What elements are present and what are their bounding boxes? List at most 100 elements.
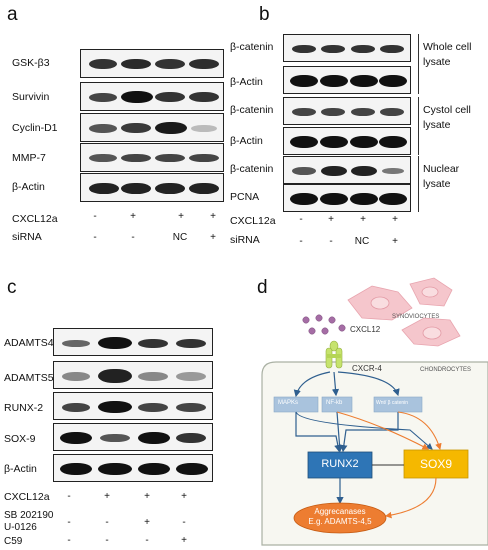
cxcl12-ligands: [302, 314, 346, 335]
synoviocyte-cells: [347, 277, 461, 347]
panel-d-letter: d: [257, 277, 268, 298]
panel-c-sign: -: [105, 535, 109, 546]
panel-b-sign: NC: [354, 236, 370, 247]
panel-c-sign: +: [181, 535, 187, 546]
panel-a-row-label-cyclind1: Cyclin-D1: [12, 122, 58, 134]
panel-c-sign: -: [67, 517, 71, 528]
panel-a-row-label-gsk3b: GSK-β3: [12, 57, 50, 69]
panel-a-treat-label-cxcl12a: CXCL12a: [12, 213, 58, 225]
panel-c-sign: -: [67, 535, 71, 546]
label-mapks: MAPKs: [278, 400, 299, 406]
panel-c-sign: +: [181, 491, 187, 502]
label-nfkb: NF-kb: [326, 400, 343, 406]
panel-b-sign: +: [392, 236, 398, 247]
panel-c-treat-label-cxcl12a: CXCL12a: [4, 491, 50, 503]
panel-b-row-label: β-catenin: [230, 104, 274, 116]
panel-c-row-label-bactin: β-Actin: [4, 463, 37, 475]
arrow-wnt-runx2: [340, 412, 399, 453]
arrow-nfkb-runx2: [335, 411, 344, 453]
panel-b-treat-label-cxcl12a: CXCL12a: [230, 215, 276, 227]
label-runx2: RUNX2: [321, 458, 359, 470]
panel-a-row-label-bactin: β-Actin: [12, 181, 45, 193]
panel-c-blot-bactin: [53, 454, 213, 482]
panel-b-bracket-nuclear: [418, 156, 419, 212]
arrow-receptor-mapks: [293, 371, 331, 398]
panel-a-blot-survivin: [80, 82, 224, 111]
panel-b-sign: -: [329, 236, 333, 247]
panel-c-sign: -: [145, 535, 149, 546]
label-wnt: Wnt/ β catenin: [376, 400, 409, 406]
panel-c-blot-runx2: [53, 392, 213, 420]
panel-b-group-label-cytosol: Cystol cell lysate: [423, 104, 471, 131]
panel-c-letter: c: [7, 277, 17, 298]
panel-b-blot-whole-bcatenin: [283, 34, 411, 62]
panel-a-sign: -: [93, 211, 97, 222]
panel-b-sign: +: [328, 214, 334, 225]
panel-a-blot-bactin: [80, 173, 224, 202]
arrow-nfkb-sox9: [336, 411, 429, 450]
arrow-receptor-nfkb: [331, 371, 340, 397]
panel-b-treat-label-sirna: siRNA: [230, 234, 260, 246]
panel-a-blot-gsk3b: [80, 49, 224, 78]
panel-a-sign: NC: [172, 232, 188, 243]
label-aggrecanases: Aggrecanases E.g. ADAMTS-4,5: [308, 507, 372, 526]
arrow-sox9-aggrecanase: [384, 477, 437, 519]
panel-a-sign: +: [130, 211, 136, 222]
arrow-mapks-sox9: [295, 411, 433, 450]
panel-a-row-label-mmp7: MMP-7: [12, 152, 46, 164]
panel-c-sign: +: [144, 517, 150, 528]
panel-c-sign: +: [144, 491, 150, 502]
panel-b-blot-whole-bactin: [283, 66, 411, 94]
panel-b-sign: -: [299, 214, 303, 225]
panel-c-sign: +: [104, 491, 110, 502]
panel-c-blot-sox9: [53, 423, 213, 451]
panel-b-row-label: β-catenin: [230, 163, 274, 175]
label-cxcl12: CXCL12: [350, 325, 381, 334]
panel-c-row-label-adamts5: ADAMTS5: [4, 372, 54, 384]
panel-b-blot-cytosol-bactin: [283, 127, 411, 155]
label-chondrocytes: CHONDROCYTES: [420, 367, 472, 373]
panel-c-sign: -: [67, 491, 71, 502]
panel-a-row-label-survivin: Survivin: [12, 91, 50, 103]
panel-b-blot-nuclear-pcna: [283, 184, 411, 212]
panel-c-treat-label-c59: C59: [4, 536, 23, 547]
panel-b-row-label: β-catenin: [230, 41, 274, 53]
label-synoviocytes: SYNOVIOCYTES: [392, 314, 440, 320]
panel-c-sign: -: [105, 517, 109, 528]
panel-a-sign: +: [210, 211, 216, 222]
panel-b-bracket-cytosol: [418, 97, 419, 155]
panel-c-blot-adamts4: [53, 328, 213, 356]
panel-a-sign: -: [93, 232, 97, 243]
panel-b-row-label: β-Actin: [230, 76, 263, 88]
panel-c-row-label-sox9: SOX-9: [4, 433, 36, 445]
aggrecanase-ellipse: [293, 502, 387, 534]
label-sox9: SOX9: [419, 457, 452, 471]
cxcr4-receptor: [325, 340, 343, 369]
panel-c-treat-label-sb202190: SB 202190 U-0126: [4, 510, 54, 533]
panel-b-blot-cytosol-bcatenin: [283, 97, 411, 125]
arrow-receptor-wnt: [337, 371, 400, 397]
panel-a-sign: -: [131, 232, 135, 243]
arrow-mapks-runx2: [295, 412, 342, 453]
panel-a-treat-label-sirna: siRNA: [12, 231, 42, 243]
panel-a-sign: +: [210, 232, 216, 243]
label-cxcr4: CXCR-4: [352, 364, 382, 373]
panel-b-group-label-whole: Whole cell lysate: [423, 41, 472, 68]
panel-b-row-label: PCNA: [230, 191, 260, 203]
panel-b-row-label: β-Actin: [230, 135, 263, 147]
chondrocyte-cell: [261, 361, 488, 546]
panel-b-group-label-nuclear: Nuclear lysate: [423, 163, 460, 190]
panel-b-sign: -: [299, 236, 303, 247]
panel-a-blot-cyclind1: [80, 113, 224, 142]
panel-b-sign: +: [360, 214, 366, 225]
panel-b-blot-nuclear-bcatenin: [283, 156, 411, 184]
panel-a-blot-mmp7: [80, 143, 224, 172]
panel-b-sign: +: [392, 214, 398, 225]
panel-a-letter: a: [7, 4, 18, 25]
panel-b-letter: b: [259, 4, 270, 25]
panel-c-row-label-adamts4: ADAMTS4: [4, 337, 54, 349]
panel-c-blot-adamts5: [53, 361, 213, 389]
panel-c-row-label-runx2: RUNX-2: [4, 402, 44, 414]
panel-c-sign: -: [182, 517, 186, 528]
